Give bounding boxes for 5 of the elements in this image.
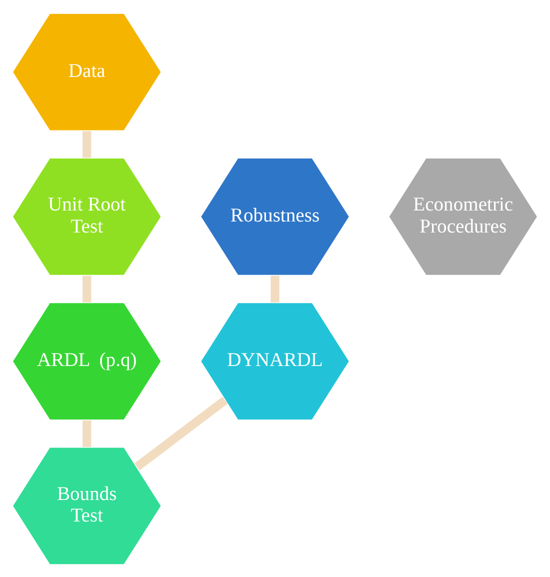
connector [270, 275, 280, 302]
connector [82, 275, 92, 302]
connector [134, 396, 228, 470]
connector [82, 420, 92, 446]
connector [82, 130, 92, 158]
